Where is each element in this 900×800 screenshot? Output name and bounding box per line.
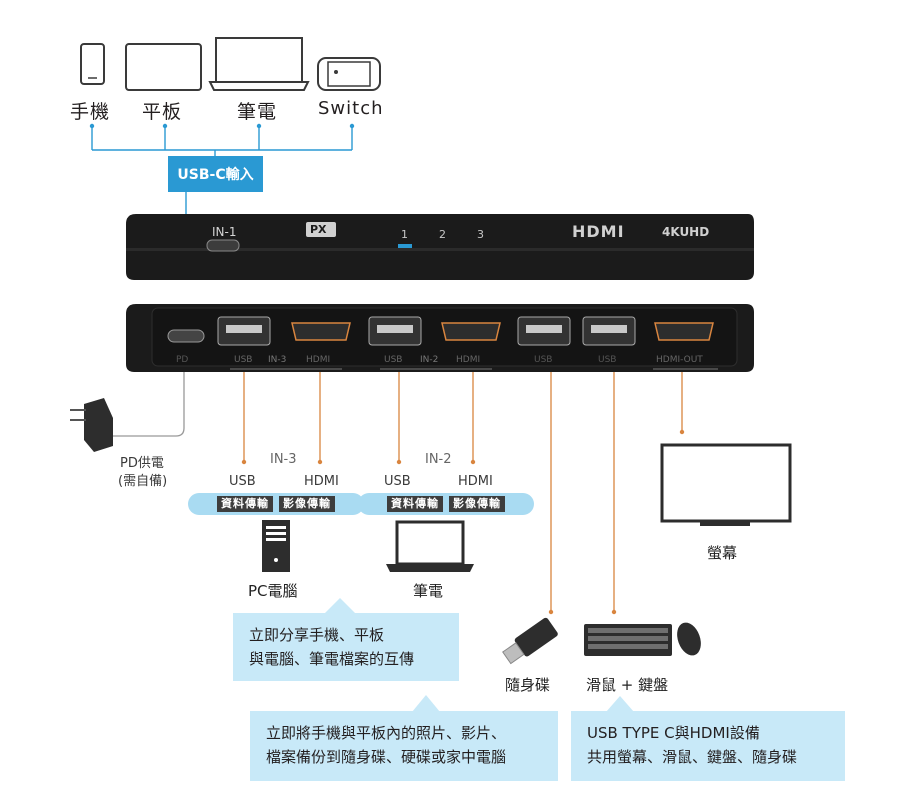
flash-drive-label: 隨身碟 <box>505 676 551 694</box>
usb-port-label: USB <box>384 355 403 365</box>
laptop-icon <box>208 37 310 91</box>
in2-group-title: IN-2 <box>425 452 452 467</box>
laptop-output-label: 筆電 <box>413 582 444 600</box>
callout-line: USB TYPE C與HDMI設備 <box>587 724 760 742</box>
in3-group-title: IN-3 <box>270 452 297 467</box>
laptop-icon <box>386 520 474 572</box>
hdmi-out-port-label: HDMI-OUT <box>656 355 703 365</box>
in3-hdmi-label: HDMI <box>304 474 339 489</box>
keyboard-icon <box>584 624 672 656</box>
video-transfer-tag: 影像傳輸 <box>449 496 505 512</box>
shared-peripherals-callout: USB TYPE C與HDMI設備 共用螢幕、滑鼠、鍵盤、隨身碟 <box>571 711 845 781</box>
led-1-label: 1 <box>401 228 408 241</box>
in3-usb-label: USB <box>229 474 256 489</box>
hdmi-in3-port <box>291 322 351 341</box>
usbc-input-label: USB-C輸入 <box>168 156 263 192</box>
hdmi-in2-port <box>441 322 501 341</box>
in3-transfer-pill: 資料傳輸 影像傳輸 <box>188 493 364 515</box>
mouse-icon <box>677 622 701 656</box>
hdmi-port-label: HDMI <box>456 355 481 365</box>
4k-uhd-logo: 4KUHD <box>662 225 710 239</box>
phone-label: 手機 <box>70 101 111 123</box>
usb-port-label: USB <box>234 355 253 365</box>
in2-transfer-pill: 資料傳輸 影像傳輸 <box>358 493 534 515</box>
backup-callout: 立即將手機與平板內的照片、影片、 檔案備份到隨身碟、硬碟或家中電腦 <box>250 711 558 781</box>
keyboard-mouse-label: 滑鼠 + 鍵盤 <box>586 676 669 694</box>
hub-back-body <box>126 304 754 372</box>
pd-power-label: PD供電 <box>120 456 164 471</box>
power-adapter-icon <box>70 372 185 452</box>
monitor-icon <box>660 443 792 526</box>
output-connector-lines <box>243 372 683 612</box>
hdmi-logo: HDMI <box>572 222 625 241</box>
switch-console-icon <box>317 57 381 91</box>
callout-line: 立即將手機與平板內的照片、影片、 <box>266 724 507 742</box>
usb-c-pd-port <box>167 329 205 343</box>
px-logo: PX <box>310 223 327 236</box>
switch-label: Switch <box>318 98 384 119</box>
callout-line: 共用螢幕、滑鼠、鍵盤、隨身碟 <box>587 748 798 766</box>
in3-port-label: IN-3 <box>268 355 287 365</box>
pc-tower-icon <box>262 520 290 572</box>
callout-line: 檔案備份到隨身碟、硬碟或家中電腦 <box>266 748 507 766</box>
led-2-label: 2 <box>439 228 446 241</box>
tablet-label: 平板 <box>142 101 183 123</box>
input-connector-lines <box>91 126 353 247</box>
hdmi-port-label: HDMI <box>306 355 331 365</box>
usb-port-label: USB <box>534 355 553 365</box>
pd-port-label: PD <box>176 355 189 365</box>
in1-port-label: IN-1 <box>212 225 237 239</box>
in2-usb-label: USB <box>384 474 411 489</box>
laptop-label: 筆電 <box>237 101 278 123</box>
callout-line: 立即分享手機、平板 <box>249 626 385 644</box>
usb-port-label: USB <box>598 355 617 365</box>
data-transfer-tag: 資料傳輸 <box>217 496 273 512</box>
phone-icon <box>80 43 105 85</box>
in2-port-label: IN-2 <box>420 355 439 365</box>
pd-power-note: (需自備) <box>118 474 168 489</box>
data-transfer-tag: 資料傳輸 <box>387 496 443 512</box>
led-3-label: 3 <box>477 228 484 241</box>
hub-front-body <box>126 214 754 280</box>
callout-line: 與電腦、筆電檔案的互傳 <box>249 650 415 668</box>
hdmi-out-port <box>654 322 714 341</box>
flash-drive-icon <box>502 617 558 665</box>
pc-label: PC電腦 <box>248 582 298 600</box>
tablet-icon <box>125 43 202 91</box>
monitor-label: 螢幕 <box>707 544 738 562</box>
video-transfer-tag: 影像傳輸 <box>279 496 335 512</box>
in2-hdmi-label: HDMI <box>458 474 493 489</box>
share-files-callout: 立即分享手機、平板 與電腦、筆電檔案的互傳 <box>233 613 459 681</box>
